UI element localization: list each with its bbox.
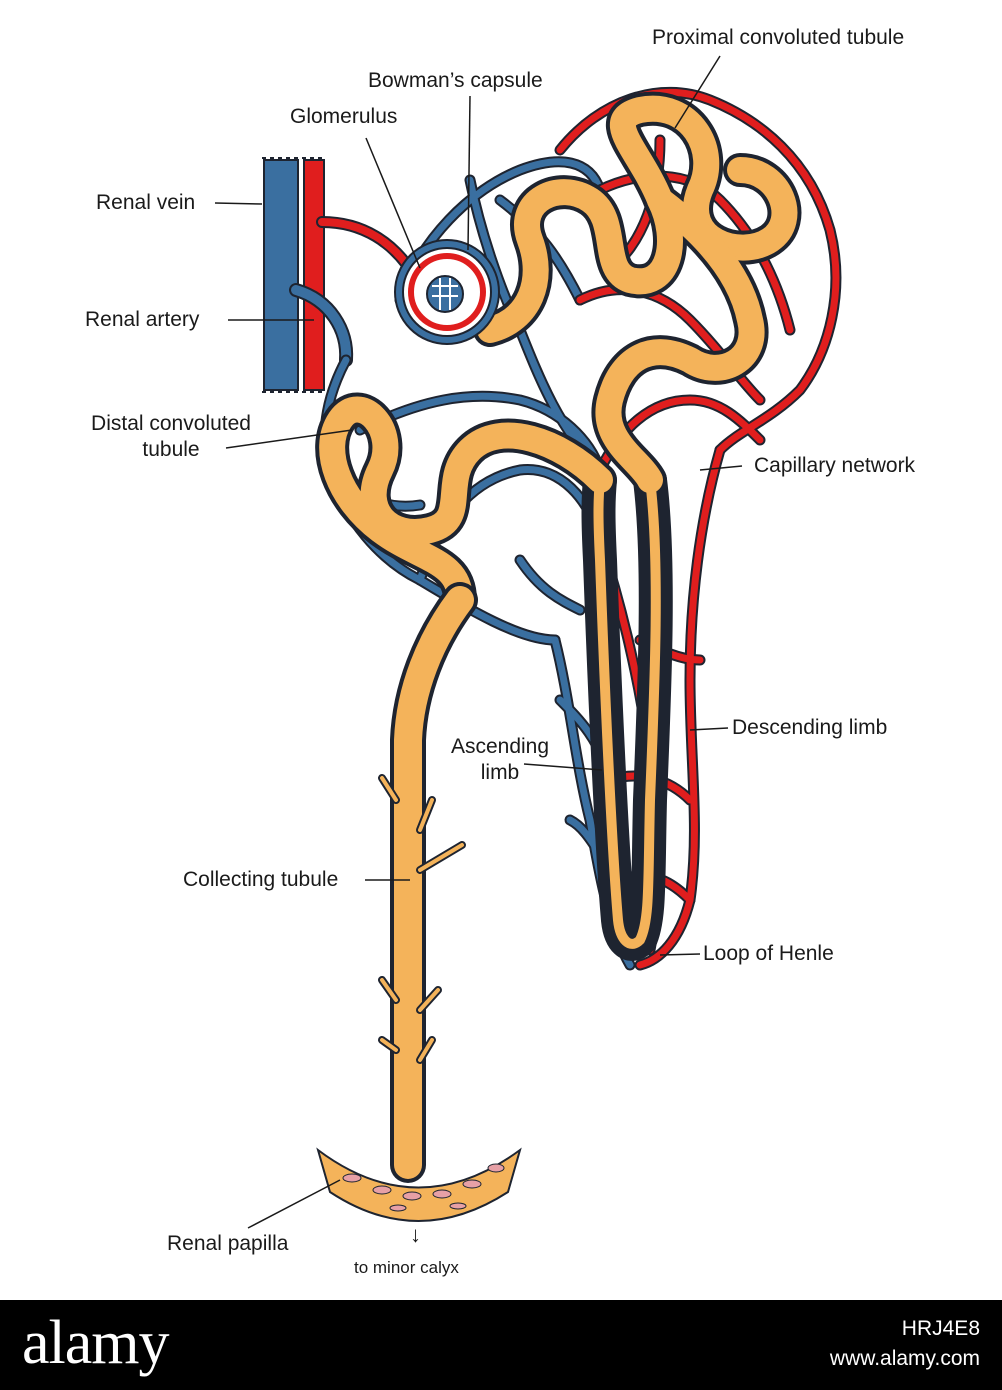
collecting-tubule-shape bbox=[378, 582, 478, 1183]
down-arrow-icon: ↓ bbox=[410, 1222, 421, 1247]
label-collecting-tubule: Collecting tubule bbox=[183, 868, 339, 891]
renal-vessels bbox=[262, 157, 424, 393]
label-renal-papilla: Renal papilla bbox=[167, 1232, 289, 1255]
label-distal-line-1: Distal convoluted bbox=[91, 412, 251, 435]
label-descending-limb: Descending limb bbox=[732, 716, 888, 739]
label-capillary-network: Capillary network bbox=[754, 454, 916, 477]
image-id: HRJ4E8 bbox=[901, 1317, 980, 1340]
label-to-minor-calyx: to minor calyx bbox=[354, 1258, 459, 1277]
alamy-logo: alamy bbox=[22, 1309, 169, 1377]
tubules bbox=[315, 91, 802, 961]
loop-of-henle-shape bbox=[593, 475, 661, 949]
label-proximal-convoluted-tubule: Proximal convoluted tubule bbox=[652, 26, 905, 49]
site-url: www.alamy.com bbox=[829, 1347, 980, 1370]
glomerulus-shape bbox=[426, 275, 464, 313]
label-renal-artery: Renal artery bbox=[85, 308, 200, 331]
label-renal-vein: Renal vein bbox=[96, 191, 196, 214]
glomerulus-group bbox=[394, 239, 500, 345]
nephron-illustration bbox=[214, 55, 842, 1229]
label-ascending-line-1: Ascending bbox=[450, 735, 550, 758]
renal-artery-shape bbox=[303, 159, 325, 391]
label-distal-convoluted-tubule: Distal convoluted tubule bbox=[78, 411, 264, 463]
distal-tubule bbox=[319, 396, 613, 613]
label-distal-line-2: tubule bbox=[142, 438, 200, 461]
watermark-footer: alamy HRJ4E8 www.alamy.com bbox=[0, 1300, 1002, 1390]
label-loop-of-henle: Loop of Henle bbox=[703, 942, 834, 965]
nephron-diagram: Proximal convoluted tubule Bowman’s caps… bbox=[78, 26, 916, 1277]
label-bowmans-capsule: Bowman’s capsule bbox=[368, 69, 543, 92]
label-glomerulus: Glomerulus bbox=[290, 105, 398, 128]
label-ascending-line-2: limb bbox=[480, 761, 520, 784]
renal-vein-shape bbox=[263, 159, 299, 391]
renal-papilla-shape bbox=[316, 1147, 522, 1222]
leader-lines bbox=[214, 55, 743, 1229]
label-ascending-limb: Ascending limb bbox=[440, 734, 560, 786]
